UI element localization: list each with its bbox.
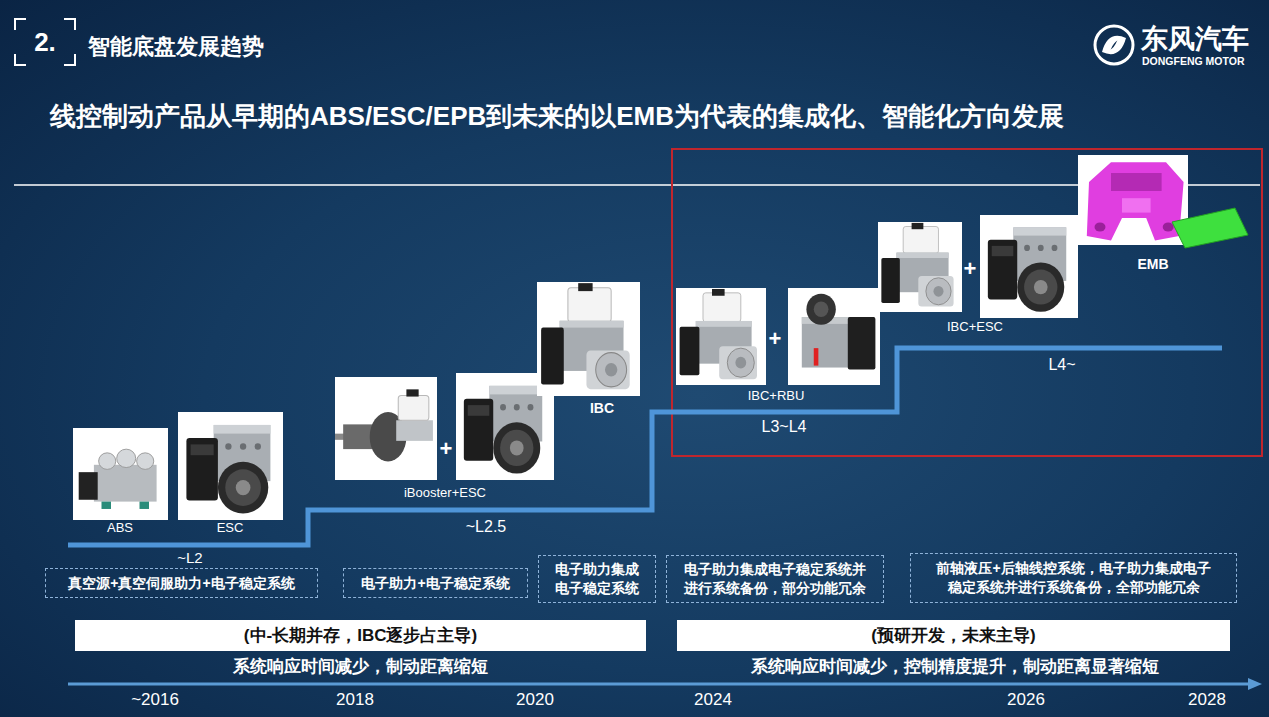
ibc-unit [676, 288, 766, 385]
timeline-arrowhead [1248, 678, 1262, 690]
section-number-box: 2. [14, 18, 76, 66]
emb-controller [1172, 208, 1248, 248]
ibc-unit [878, 222, 962, 312]
box-text: 电子助力集成 电子稳定系统 [552, 560, 642, 598]
section-number: 2. [34, 27, 56, 58]
box-text: (预研开发，未来主导) [871, 624, 1035, 647]
year-label: ~2016 [131, 690, 179, 710]
esc-unit [178, 412, 283, 520]
box-text: 电子助力+电子稳定系统 [361, 574, 509, 593]
step-line [68, 348, 1222, 545]
box-text: 电子助力集成电子稳定系统并进行系统备份，部分功能冗余 [681, 560, 869, 598]
level-label: L3~L4 [762, 418, 807, 436]
description-box: 电子助力+电子稳定系统 [343, 568, 528, 598]
product-name: ESC [217, 521, 244, 536]
box-text: 前轴液压+后轴线控系统，电子助力集成电子稳定系统并进行系统备份，全部功能冗余 [933, 559, 1215, 597]
rbu-unit [788, 288, 880, 385]
description-box: 真空源+真空伺服助力+电子稳定系统 [45, 568, 318, 598]
logo-text: 东风汽车 [1141, 24, 1249, 55]
timeline-axis [68, 683, 1250, 686]
bracket-path [15, 19, 75, 65]
level-label: L4~ [1048, 356, 1075, 374]
description-box: 前轴液压+后轴线控系统，电子助力集成电子稳定系统并进行系统备份，全部功能冗余 [910, 553, 1237, 603]
box-text: 真空源+真空伺服助力+电子稳定系统 [68, 574, 294, 593]
year-label: 2018 [336, 690, 374, 710]
product-name: IBC [590, 400, 614, 416]
level-label: ~L2 [177, 549, 202, 566]
box-text: (中-长期并存，IBC逐步占主导) [244, 624, 477, 647]
description-box: 电子助力集成电子稳定系统并进行系统备份，部分功能冗余 [666, 555, 884, 603]
logo-emblem [1095, 26, 1133, 64]
year-label: 2028 [1188, 690, 1226, 710]
esc-unit [980, 215, 1078, 318]
plus-sign: + [769, 326, 782, 351]
product-name: EMB [1137, 256, 1168, 272]
phase-bar: (中-长期并存，IBC逐步占主导) [75, 620, 646, 651]
year-label: 2024 [694, 690, 732, 710]
plus-sign: + [964, 256, 977, 281]
slide-heading: 智能底盘发展趋势 [88, 32, 264, 62]
year-label: 2020 [516, 690, 554, 710]
illustration-part [1095, 26, 1133, 64]
phase-bar: (预研开发，未来主导) [677, 620, 1230, 651]
plus-sign: + [440, 436, 453, 461]
divider-line [14, 184, 1260, 186]
level-label: ~L2.5 [466, 518, 506, 536]
product-name: IBC+RBU [748, 389, 805, 404]
ibooster-unit [335, 377, 437, 480]
benefit-note: 系统响应时间减少，控制精度提升，制动距离显著缩短 [751, 657, 1159, 677]
product-name: IBC+ESC [947, 320, 1003, 335]
abs-unit [73, 428, 168, 520]
benefit-note: 系统响应时间减少，制动距离缩短 [233, 657, 488, 677]
product-name: ABS [107, 521, 133, 536]
illustration-part [1102, 38, 1126, 54]
logo-subtext: DONGFENG MOTOR [1142, 55, 1244, 67]
slide-subtitle: 线控制动产品从早期的ABS/ESC/EPB到未来的以EMB为代表的集成化、智能化… [50, 102, 1064, 132]
year-label: 2026 [1007, 690, 1045, 710]
product-name: iBooster+ESC [404, 486, 486, 501]
ibc-unit [537, 282, 640, 396]
description-box: 电子助力集成 电子稳定系统 [538, 555, 656, 603]
emb-caliper [1078, 155, 1188, 245]
